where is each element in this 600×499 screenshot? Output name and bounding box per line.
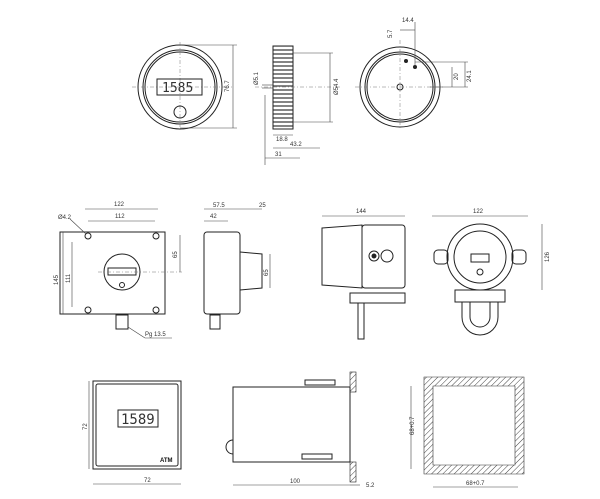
round-meter-side-view: Ø54.4 Ø5.1 18.8 43.2 31 xyxy=(254,45,340,165)
dim-depth-2: 43.2 xyxy=(290,142,302,148)
panel-meter-side-view: 100 5.2 xyxy=(225,371,375,489)
dim-depth-1: 18.8 xyxy=(276,137,288,143)
lcd-display xyxy=(156,78,203,96)
dim-width-inner: 112 xyxy=(115,214,125,220)
dim-width: 72 xyxy=(144,478,151,484)
dim-hole: Ø4.2 xyxy=(58,215,72,221)
dim-bezel: 5.2 xyxy=(366,483,375,489)
dim-height: 76.7 xyxy=(225,80,231,92)
panel-meter-front-view: 1589 ATM 72 72 xyxy=(83,380,182,485)
dim-center: 65 xyxy=(173,251,179,258)
dim-stem: Ø5.1 xyxy=(254,71,260,85)
dim-depth-3: 25 xyxy=(259,203,266,209)
wall-box-front-view: 122 112 Ø4.2 145 111 65 Pg 13.5 xyxy=(54,202,182,339)
dim-depth: 100 xyxy=(290,479,301,485)
dim-width: 122 xyxy=(473,209,484,215)
dim-height-inner: 111 xyxy=(66,273,72,283)
round-meter-front-view: 1585 76.7 xyxy=(132,42,237,132)
dim-depth-1: 57.5 xyxy=(213,203,225,209)
dim-depth-2: 42 xyxy=(210,214,217,220)
display-reading: 1585 xyxy=(162,81,193,96)
dim-offset: 5.7 xyxy=(388,29,394,38)
dim-height-outer: 145 xyxy=(54,274,60,285)
dim-diameter: Ø54.4 xyxy=(334,78,340,95)
brand-logo: ATM xyxy=(160,458,173,464)
wall-box-side-view: 57.5 25 42 65 xyxy=(203,203,271,330)
dim-width-outer: 122 xyxy=(114,202,125,208)
gland-label: Pg 13.5 xyxy=(145,332,166,338)
explosion-proof-side-view: 144 xyxy=(321,209,406,340)
dim-height: 126 xyxy=(545,251,551,262)
dim-h2: 24.1 xyxy=(467,70,473,82)
dim-width: 144 xyxy=(356,209,367,215)
dim-height: 68+0.7 xyxy=(410,416,416,435)
dim-h1: 20 xyxy=(454,73,460,80)
dim-total: 31 xyxy=(275,152,282,158)
dim-height: 72 xyxy=(83,423,89,430)
explosion-proof-front-view: 122 126 xyxy=(432,209,551,336)
panel-cutout-view: 68+0.7 68+0.7 xyxy=(410,376,525,488)
round-meter-rear-view: 14.4 5.7 20 24.1 xyxy=(355,18,473,130)
dim-width: 68+0.7 xyxy=(466,481,485,487)
lcd-display xyxy=(117,409,159,428)
dim-width: 14.4 xyxy=(402,18,414,24)
display-reading: 1589 xyxy=(121,412,155,428)
adjust-knob xyxy=(173,105,187,119)
dim-height: 65 xyxy=(264,269,270,276)
